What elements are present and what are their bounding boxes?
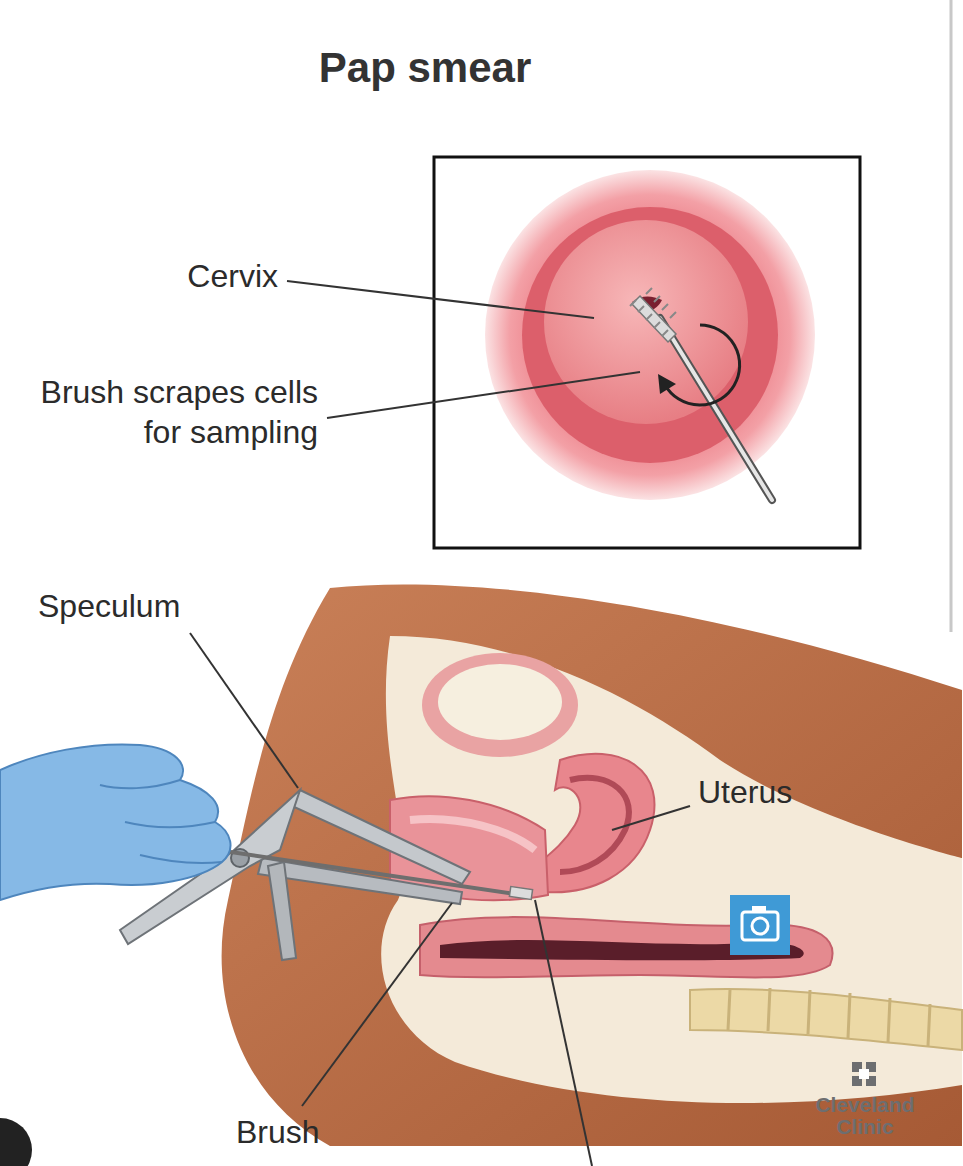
brush-head <box>509 887 532 900</box>
gloved-hand <box>0 744 230 900</box>
leader-line <box>287 281 594 318</box>
divider-line <box>950 0 953 632</box>
brush-rod <box>660 318 772 500</box>
diagram-title: Pap smear <box>200 42 650 95</box>
leader-line <box>327 372 640 418</box>
brush-rod-highlight <box>660 318 772 500</box>
cervix-illustration <box>544 220 748 424</box>
speculum-lever <box>268 862 296 960</box>
rotation-arrow <box>665 325 740 405</box>
brush-bristles <box>630 288 676 336</box>
part-label: Brush scrapes cells for sampling <box>6 372 318 452</box>
vaginal-folds <box>410 819 535 850</box>
corner-badge <box>0 1118 32 1166</box>
camera-lens <box>752 918 768 934</box>
brush-head <box>632 296 676 342</box>
part-label: Uterus <box>698 772 878 812</box>
vaginal-wall <box>485 170 815 500</box>
bladder-lumen <box>438 664 562 740</box>
rotation-arrowhead <box>658 374 676 394</box>
fornix-ring <box>522 207 778 463</box>
leader-line <box>302 903 452 1106</box>
vertebra-lines <box>728 988 930 1046</box>
bladder-wall <box>422 653 578 757</box>
glove-fingers <box>100 780 222 863</box>
camera-glyph <box>742 912 778 940</box>
pelvic-cross-section <box>381 636 962 1103</box>
camera-top <box>752 906 766 912</box>
leader-line <box>190 633 298 788</box>
part-label: Cervix <box>150 256 278 296</box>
part-label: Brush <box>236 1112 376 1152</box>
leader-line <box>535 900 592 1166</box>
inset-frame <box>434 157 860 548</box>
clinic-logo-mark <box>852 1062 876 1086</box>
uterine-cavity <box>560 778 629 872</box>
camera-icon <box>730 895 790 955</box>
leader-line <box>612 806 690 830</box>
part-label: Speculum <box>38 586 238 626</box>
logo-text: Cleveland Clinic <box>800 1094 930 1138</box>
